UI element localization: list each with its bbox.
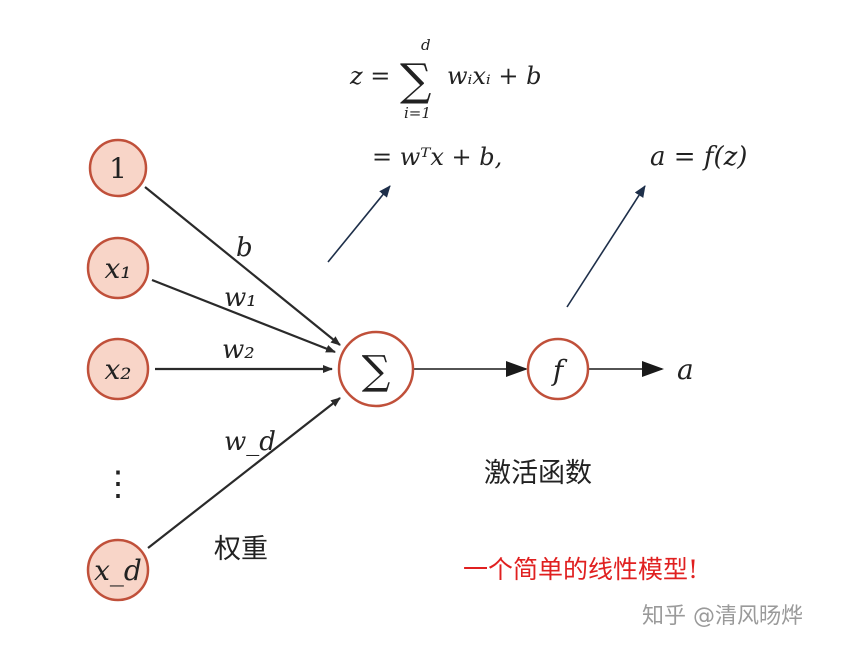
watermark: 知乎 @清风旸烨 [642,604,803,629]
activation-node [526,337,590,401]
formula-line2: = wᵀx + b, [372,143,502,171]
input-node-x2 [86,337,150,401]
weight-w1-label: w₁ [224,283,257,313]
input-node-xd [86,538,150,602]
weight-wd-label: w_d [224,427,276,457]
activation-function-label: 激活函数 [484,458,592,489]
input-x2-label: x₂ [104,353,131,386]
weight-b-label: b [236,233,253,263]
edge-xd [147,397,341,549]
output-label: a [677,353,694,386]
caption-red: 一个简单的线性模型! [463,555,698,584]
weight-w2-label: w₂ [222,335,255,365]
sum-lower-limit: i=1 [404,104,431,122]
sum-node-symbol: ∑ [362,348,391,394]
formula-lhs: z = [349,62,390,90]
sum-upper-limit: d [421,36,431,54]
edge-x1 [151,278,336,354]
input-ellipsis: ⋮ [101,464,135,504]
input-x1-label: x₁ [104,252,131,285]
activation-formula: a = f(z) [650,142,747,172]
pointer-arrow-sum [327,185,391,263]
sum-node [337,330,415,408]
pointer-arrow-activation [566,185,646,308]
input-node-bias [88,138,148,198]
weights-label: 权重 [214,534,268,565]
sum-symbol-formula: ∑ [400,55,431,106]
input-bias-label: 1 [109,152,127,185]
edge-bias [144,186,341,346]
input-xd-label: x_d [94,554,142,587]
sum-body: wᵢxᵢ + b [447,62,541,90]
input-node-x1 [86,236,150,300]
